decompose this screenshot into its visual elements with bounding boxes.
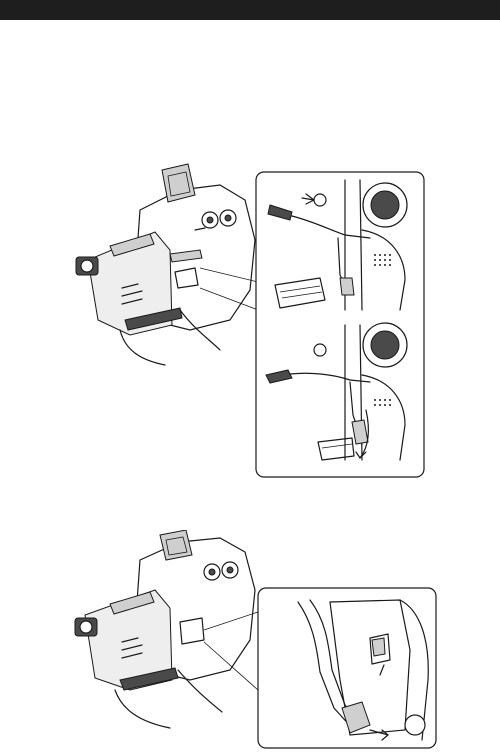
header-bar [0,0,500,20]
illustration-top [70,160,430,480]
illustration-bottom [70,530,440,750]
camcorder-housing-icon [75,530,258,728]
camcorder-housing-icon [76,164,258,365]
